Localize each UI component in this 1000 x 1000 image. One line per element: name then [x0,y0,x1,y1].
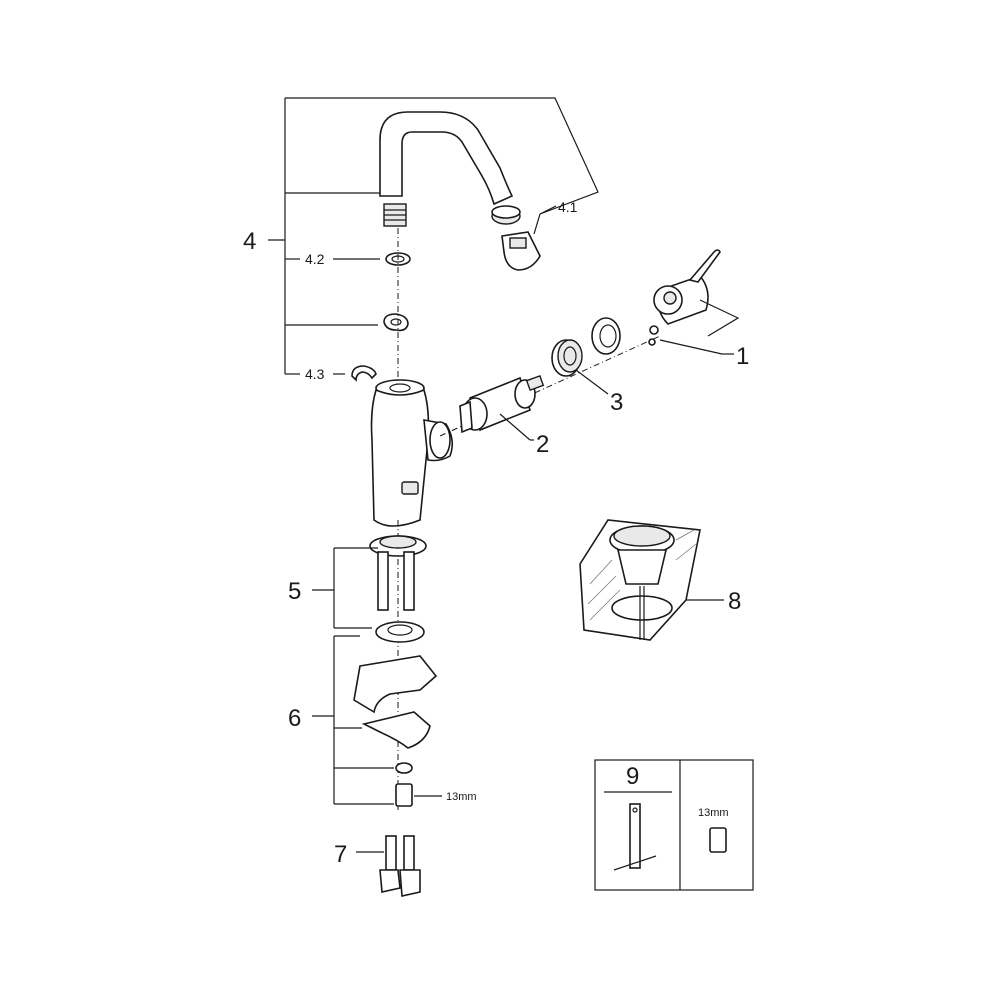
nut-3 [551,339,609,395]
wrench-size-label: 13mm [446,791,477,803]
label-4: 4 [243,228,256,255]
fixing-set-6 [312,635,442,807]
tool-box-9 [594,759,754,891]
clip-4 [383,313,409,332]
label-2: 2 [536,431,549,458]
cover-ring [591,317,621,355]
label-1: 1 [736,343,749,370]
label-8: 8 [728,588,741,615]
group-4-bracket [268,97,599,375]
tap-body [370,379,454,527]
label-4-3: 4.3 [305,366,325,382]
label-6: 6 [288,705,301,732]
supply-hoses-7 [356,835,421,897]
aerator-4-1 [491,205,557,271]
cartridge-2 [439,335,661,441]
label-3: 3 [610,389,623,416]
tool-box-wrench-label: 13mm [698,807,729,819]
spout [379,111,514,227]
label-9: 9 [626,763,639,790]
label-7: 7 [334,841,347,868]
label-4-2: 4.2 [305,251,325,267]
drain-plug-8 [579,519,724,641]
mounting-set-5 [312,520,427,810]
label-5: 5 [288,578,301,605]
spring-clip-4-3 [351,365,377,382]
handle-1 [648,249,740,355]
label-4-1: 4.1 [558,199,578,215]
